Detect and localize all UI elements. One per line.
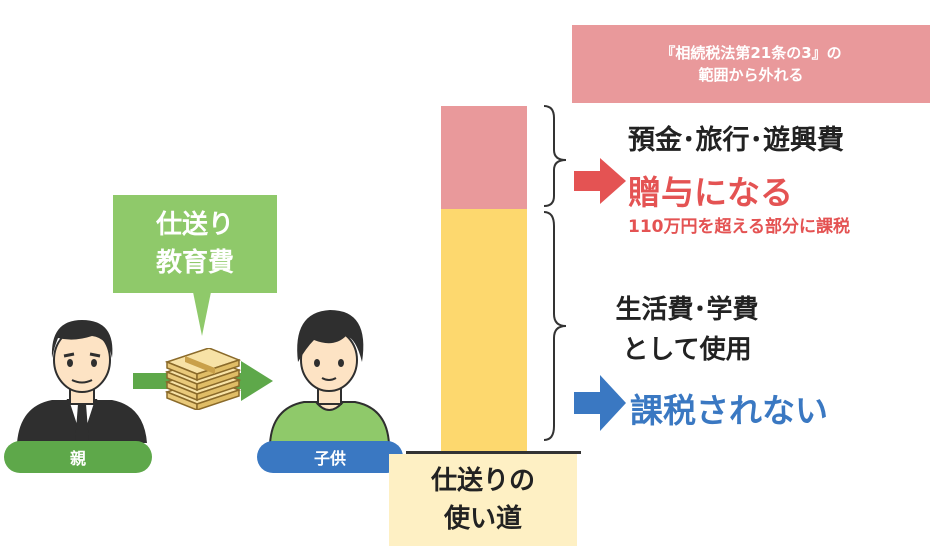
gift-result-text: 贈与になる: [628, 173, 793, 212]
lower-use-line-1: 生活費･学費: [615, 295, 759, 325]
lower-use-line-2: として使用: [622, 335, 752, 365]
bubble-line-1: 仕送り: [155, 210, 234, 240]
braces: [543, 105, 567, 441]
no-tax-arrow-icon: [574, 375, 626, 431]
remittance-bubble: 仕送り 教育費: [113, 195, 277, 293]
notice-line-1: 『相続税法第21条の3』の: [660, 44, 842, 62]
parent-icon: [17, 320, 147, 443]
lower-use-text: 生活費･学費 として使用: [587, 290, 787, 370]
bubble-tail: [193, 292, 211, 336]
upper-use-text: 預金･旅行･遊興費: [628, 125, 844, 156]
bar-caption-line-2: 使い道: [443, 504, 522, 534]
child-label: 子供: [257, 441, 403, 473]
brace-upper: [543, 105, 567, 207]
no-tax-result-text: 課税されない: [630, 391, 828, 430]
child-icon: [268, 310, 391, 444]
money-stack-icon: [164, 348, 242, 410]
bubble-line-2: 教育費: [155, 248, 234, 278]
brace-lower: [543, 211, 567, 441]
gift-note-text: 110万円を超える部分に課税: [628, 217, 850, 237]
baseline: [406, 451, 581, 454]
gift-arrow-icon: [574, 158, 626, 204]
bar-segment-living: [441, 209, 527, 452]
notice-box: 『相続税法第21条の3』の 範囲から外れる: [572, 25, 930, 103]
notice-line-2: 範囲から外れる: [698, 66, 804, 84]
bar-segment-gift: [441, 106, 527, 209]
bar-caption-line-1: 仕送りの: [430, 466, 535, 496]
bar-caption: 仕送りの 使い道: [389, 454, 577, 546]
parent-label: 親: [4, 441, 152, 473]
